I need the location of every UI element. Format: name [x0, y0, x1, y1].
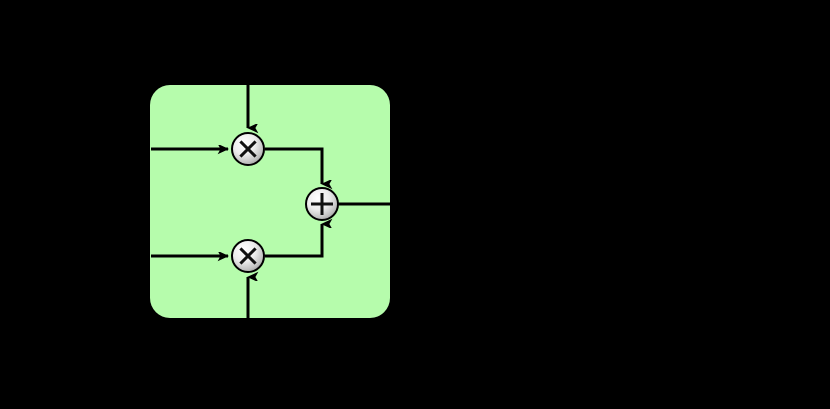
- edge-multiply-bottom-to-add: [265, 224, 322, 258]
- edge-multiply-top-to-add: [265, 147, 322, 184]
- node-multiply-top[interactable]: [231, 132, 265, 166]
- cell-panel: [150, 85, 390, 318]
- node-multiply-bottom[interactable]: [231, 239, 265, 273]
- node-add[interactable]: [305, 187, 339, 221]
